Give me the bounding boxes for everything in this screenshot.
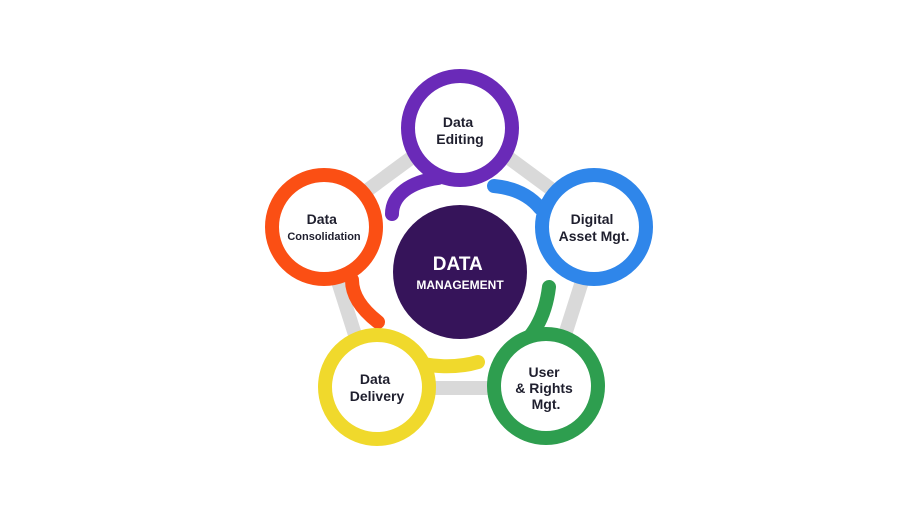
center-circle — [393, 205, 527, 339]
user-rights-mgt-label-line3: Mgt. — [532, 396, 561, 412]
data-editing-label-line2: Editing — [436, 131, 483, 147]
svg-text:Data Consolidation: Data Consolidation — [287, 211, 361, 243]
svg-text:Digital Asset Mgt.: Digital Asset Mgt. — [559, 211, 630, 244]
data-delivery-circle — [318, 328, 436, 446]
node-data-consolidation: Data Consolidation — [265, 168, 383, 286]
data-editing-label-line1: Data — [443, 114, 474, 130]
node-user-rights-mgt: User & Rights Mgt. — [487, 327, 605, 445]
center-title: DATA — [433, 254, 483, 275]
user-rights-mgt-circle — [487, 327, 605, 445]
user-rights-mgt-label-line2: & Rights — [515, 380, 573, 396]
svg-text:DATA MANAGEMENT: DATA MANAGEMENT — [416, 254, 504, 292]
node-digital-asset-mgt: Digital Asset Mgt. — [535, 168, 653, 286]
user-rights-mgt-label-line1: User — [528, 364, 560, 380]
data-consolidation-label-line2: Consolidation — [287, 231, 361, 243]
data-consolidation-label-line1: Data — [307, 211, 338, 227]
digital-asset-mgt-circle — [535, 168, 653, 286]
svg-text:User & Rights Mgt.: User & Rights Mgt. — [515, 364, 576, 412]
data-editing-circle — [401, 69, 519, 187]
center-subtitle: MANAGEMENT — [416, 278, 504, 292]
data-delivery-label-line2: Delivery — [350, 388, 405, 404]
svg-text:Data Delivery: Data Delivery — [350, 371, 405, 404]
digital-asset-mgt-connector — [487, 179, 547, 215]
data-delivery-label-line1: Data — [360, 371, 391, 387]
node-data-delivery: Data Delivery — [318, 328, 436, 446]
data-consolidation-circle — [265, 168, 383, 286]
digital-asset-mgt-label-line2: Asset Mgt. — [559, 228, 630, 244]
node-data-editing: Data Editing — [401, 69, 519, 187]
svg-text:Data Editing: Data Editing — [436, 114, 483, 147]
data-editing-connector — [385, 171, 445, 221]
center-hub: DATA MANAGEMENT — [393, 205, 527, 339]
digital-asset-mgt-label-line1: Digital — [571, 211, 614, 227]
data-consolidation-connector — [345, 273, 385, 329]
